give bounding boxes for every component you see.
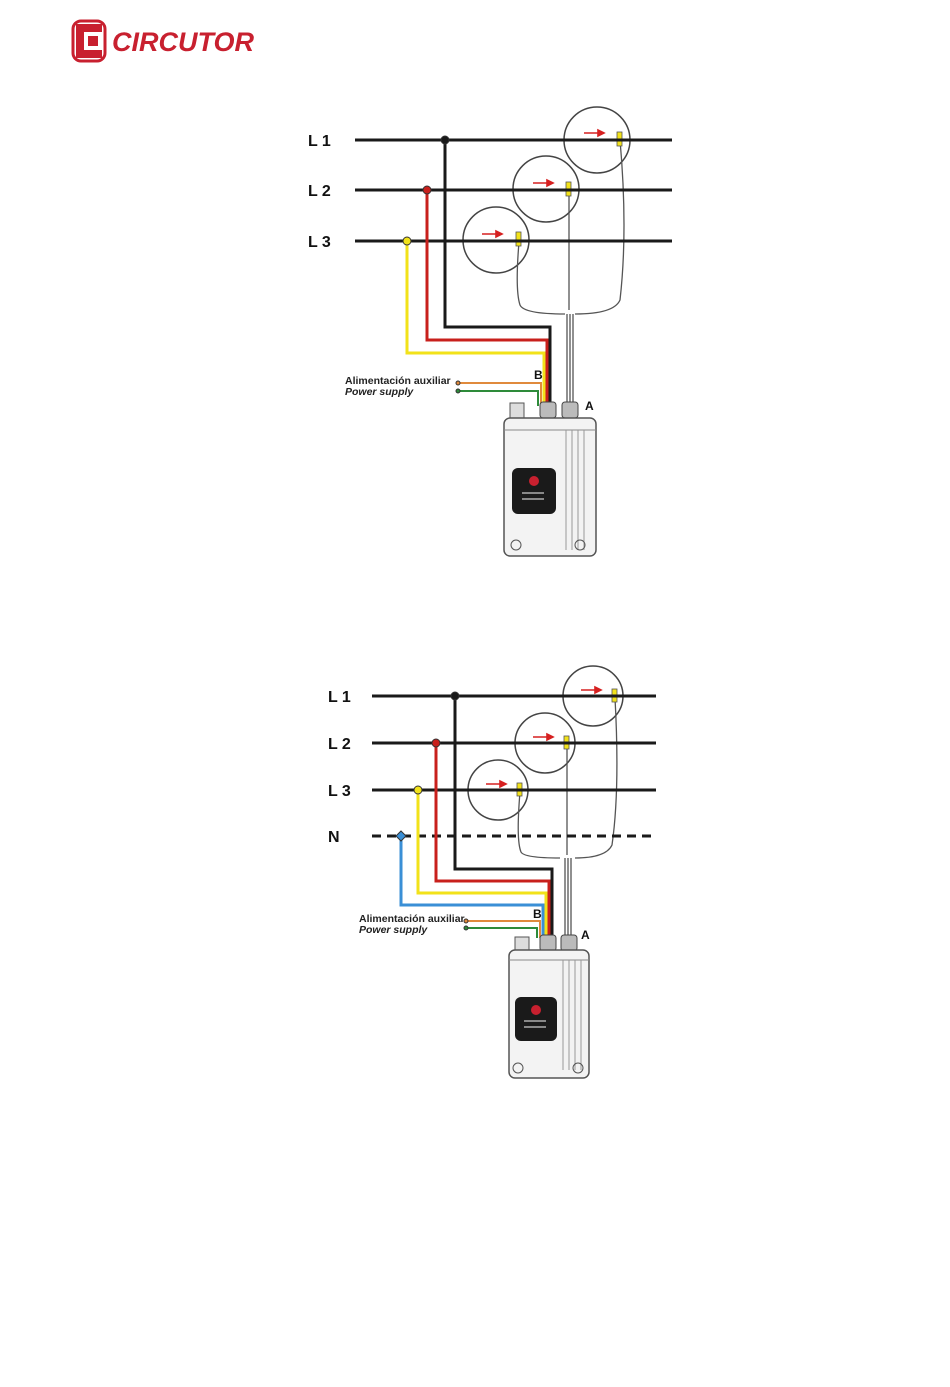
wiring-diagram-4-wire: L 1 L 2 L 3 N Alimentación auxiliar Powe… [0, 640, 950, 1100]
sensor-arrows [482, 130, 604, 237]
aux-lead-orange [466, 921, 540, 938]
line-label-l1: L 1 [328, 689, 351, 706]
analyzer-device [509, 935, 589, 1078]
line-label-neutral: N [328, 829, 340, 846]
aux-lead-green [458, 391, 538, 406]
sensor-arrows [486, 687, 601, 787]
device-front-panel [515, 997, 557, 1041]
line-label-l2: L 2 [328, 736, 351, 753]
connector-label-b: B [534, 368, 543, 382]
voltage-lead-l1 [455, 696, 552, 938]
sensor-leads [517, 140, 624, 406]
line-label-l2: L 2 [308, 183, 331, 200]
analyzer-device [504, 402, 596, 556]
connector-label-a: A [585, 399, 594, 413]
connector-label-b: B [533, 907, 542, 921]
connector-label-a: A [581, 928, 590, 942]
wiring-diagram-3-wire: L 1 L 2 L 3 Alimentación auxiliar Power … [0, 0, 950, 600]
line-label-l3: L 3 [328, 783, 351, 800]
line-label-l1: L 1 [308, 133, 331, 150]
aux-lead-orange [458, 383, 541, 406]
line-label-l3: L 3 [308, 234, 331, 251]
device-front-panel [512, 468, 556, 514]
aux-power-label-en: Power supply [345, 386, 414, 398]
voltage-leads [407, 140, 550, 406]
voltage-leads [401, 696, 552, 938]
aux-power-label-en: Power supply [359, 924, 428, 936]
sensor-leads [518, 698, 617, 938]
